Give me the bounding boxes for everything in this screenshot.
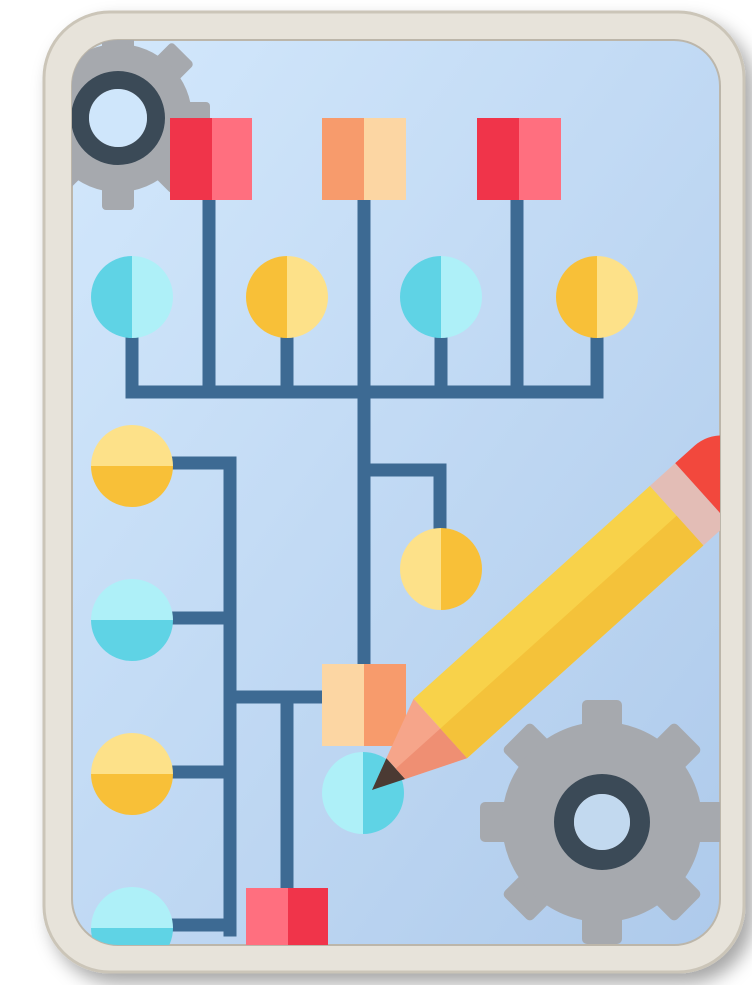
node-circle-5 — [91, 425, 173, 507]
node-square-3 — [477, 118, 561, 200]
node-circle-3 — [400, 256, 482, 338]
node-square-4 — [322, 664, 406, 746]
node-square-2 — [322, 118, 406, 200]
node-circle-1 — [91, 256, 173, 338]
node-circle-9 — [400, 528, 482, 610]
node-square-5 — [246, 888, 328, 948]
node-circle-4 — [556, 256, 638, 338]
gear-icon — [480, 700, 724, 944]
node-circle-7 — [91, 733, 173, 815]
node-circle-2 — [246, 256, 328, 338]
node-circle-6 — [91, 579, 173, 661]
node-square-1 — [170, 118, 252, 200]
